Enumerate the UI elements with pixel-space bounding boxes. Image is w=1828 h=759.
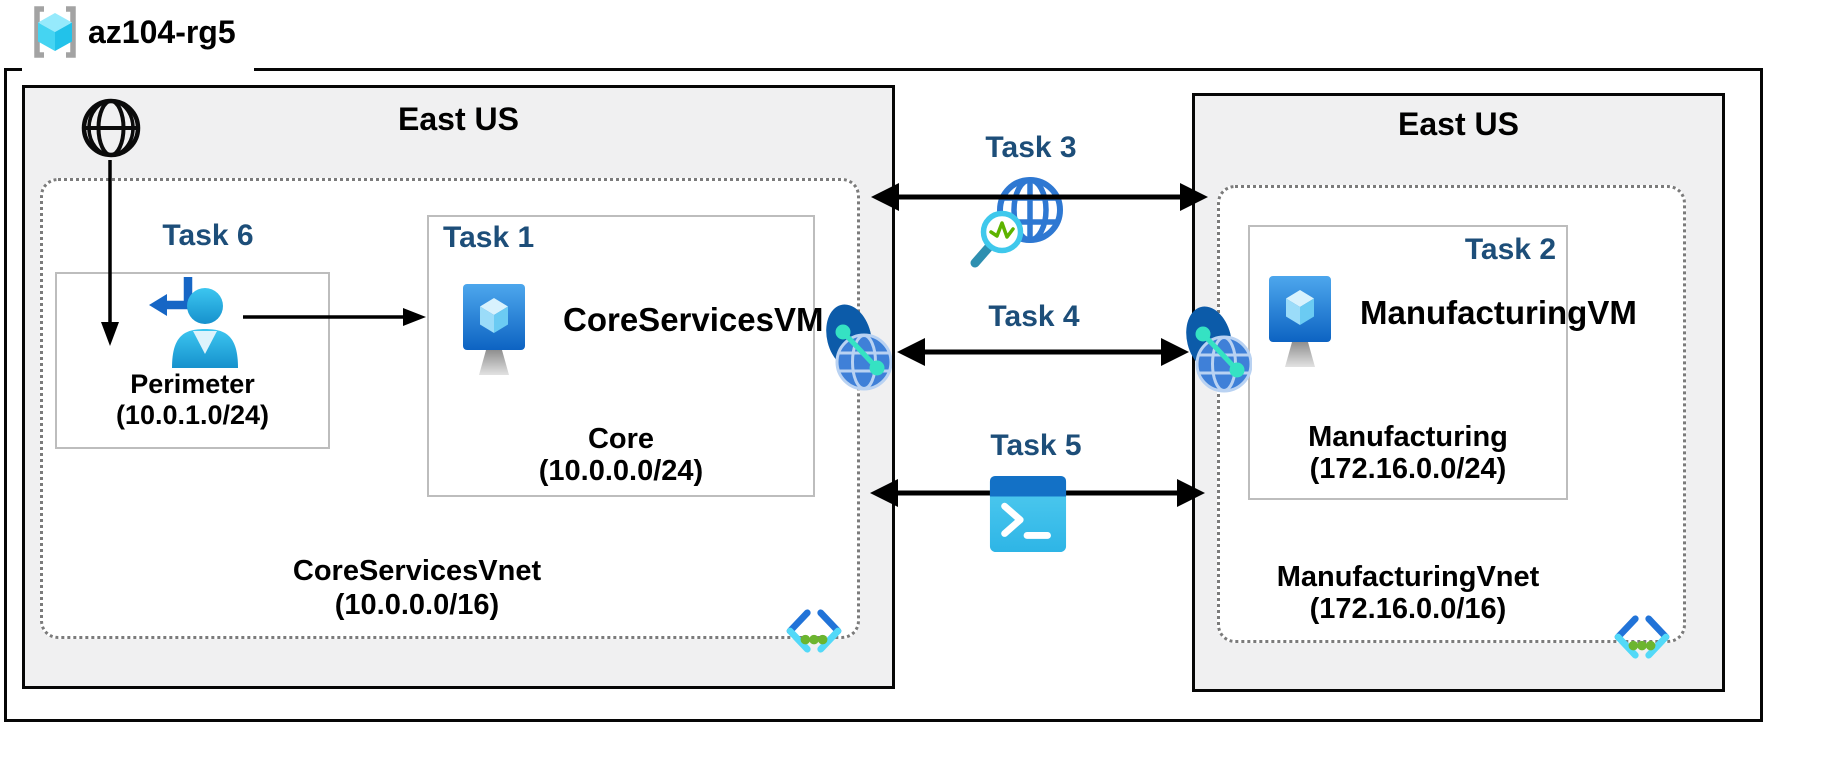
virtual-network-icon-right xyxy=(1614,615,1670,659)
manufacturing-vnet-name: ManufacturingVnet xyxy=(1276,561,1540,593)
perimeter-subnet-name: Perimeter xyxy=(130,369,255,399)
manufacturing-vnet-cidr: (172.16.0.0/16) xyxy=(1309,593,1507,625)
resource-group-icon xyxy=(34,6,76,58)
resource-group-name: az104-rg5 xyxy=(88,14,236,50)
core-subnet-cidr: (10.0.0.0/24) xyxy=(538,455,704,487)
network-watcher-icon xyxy=(970,177,1063,268)
task3-label: Task 3 xyxy=(985,131,1077,164)
internet-icon xyxy=(81,98,141,158)
vnet-peering-icon-right xyxy=(1186,306,1252,393)
coreservices-vnet-label: CoreServicesVnet (10.0.0.0/16) xyxy=(117,554,717,622)
task2-label: Task 2 xyxy=(1464,233,1556,266)
core-subnet-name: Core xyxy=(587,423,655,455)
manufacturing-subnet-name: Manufacturing xyxy=(1308,421,1508,453)
resource-group-badge: az104-rg5 xyxy=(22,0,254,74)
manufacturing-vm-name: ManufacturingVM xyxy=(1360,294,1637,331)
virtual-machine-icon-core xyxy=(463,284,525,375)
task6-label: Task 6 xyxy=(162,219,254,252)
resource-group-box xyxy=(4,68,1763,722)
core-vm-name: CoreServicesVM xyxy=(563,301,824,338)
coreservices-vnet-name: CoreServicesVnet xyxy=(292,555,542,587)
region-label-right: East US xyxy=(1398,106,1519,142)
task5-label: Task 5 xyxy=(990,429,1082,462)
region-label-left: East US xyxy=(398,101,519,137)
virtual-machine-icon-manufacturing xyxy=(1269,276,1331,367)
manufacturing-vnet-label: ManufacturingVnet (172.16.0.0/16) xyxy=(1248,561,1568,625)
manufacturing-subnet-label: Manufacturing (172.16.0.0/24) xyxy=(1248,421,1568,485)
perimeter-subnet-label: Perimeter (10.0.1.0/24) xyxy=(55,369,330,431)
vnet-peering-icon-left xyxy=(826,304,892,391)
core-subnet-label: Core (10.0.0.0/24) xyxy=(427,423,815,487)
coreservices-vnet-cidr: (10.0.0.0/16) xyxy=(334,589,500,621)
manufacturing-subnet-cidr: (172.16.0.0/24) xyxy=(1309,453,1507,485)
sign-in-user-icon xyxy=(149,277,238,368)
task4-label: Task 4 xyxy=(988,300,1080,333)
cloud-shell-icon xyxy=(989,475,1067,553)
task1-label: Task 1 xyxy=(443,221,535,254)
perimeter-subnet-cidr: (10.0.1.0/24) xyxy=(115,400,270,430)
virtual-network-icon-left xyxy=(786,609,842,653)
